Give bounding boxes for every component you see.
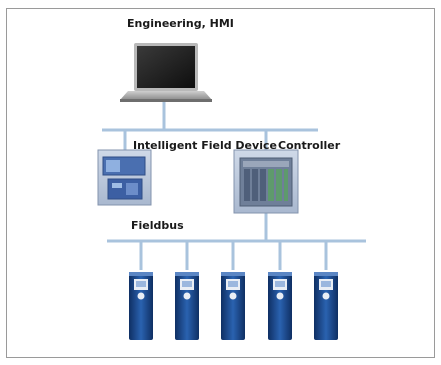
field-device-label: Intelligent Field Device [133,139,277,152]
network-bus [102,100,366,270]
drive-icons [129,272,338,340]
drive-icon [129,272,153,340]
drive-icon [175,272,199,340]
laptop-icon [120,43,212,102]
field-device-icon [97,149,152,206]
drive-icon [268,272,292,340]
drive-icon [221,272,245,340]
fieldbus-label: Fieldbus [131,219,184,232]
drive-icon [314,272,338,340]
diagram-frame [6,8,435,358]
controller-label: Controller [278,139,341,152]
engineering-hmi-label: Engineering, HMI [127,17,234,30]
controller-icon [233,149,299,214]
